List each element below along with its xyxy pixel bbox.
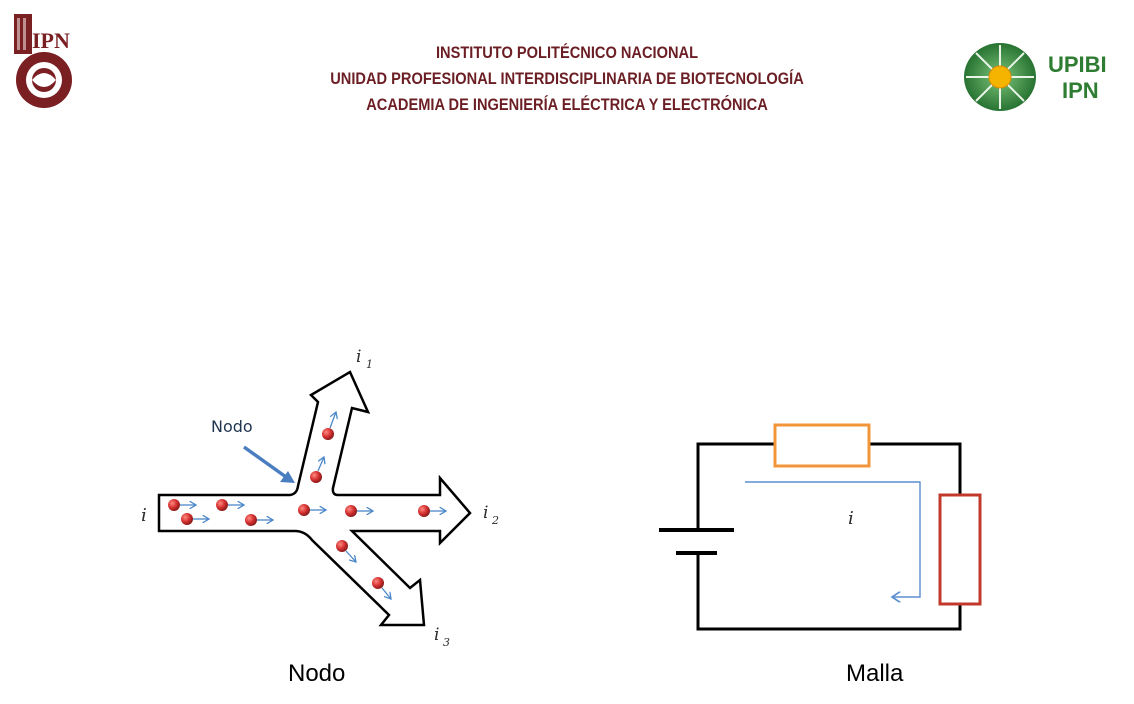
node-pointer-arrow [242,445,288,479]
particle [310,457,324,483]
particle [345,505,373,517]
upibi-logo-text: UPIBI [1048,52,1107,77]
branch-current-sub-1: 1 [366,358,373,371]
particle [322,412,336,440]
upibi-logo: UPIBI IPN [964,43,1107,111]
mesh-circuit: i [659,423,982,631]
header-academy: ACADEMIA DE INGENIERÍA ELÉCTRICA Y ELECT… [366,95,768,114]
particle [336,540,356,562]
branch-current-label-2: i [483,503,488,523]
node-junction-outline [157,370,472,627]
branch-current-sub-2: 2 [491,514,499,527]
particle [181,513,209,525]
ipn-logo: IPN [14,14,72,108]
header-unit: UNIDAD PROFESIONAL INTERDISCIPLINARIA DE… [330,69,804,88]
particle [168,499,196,511]
particle [418,505,446,517]
particle [245,514,273,526]
charge-particles [168,412,446,599]
resistor-top [773,423,871,468]
circuit-wire [696,442,962,631]
branch-current-sub-3: 3 [443,636,450,649]
upibi-logo-subtext: IPN [1062,78,1099,103]
branch-current-label-1: i [356,347,361,367]
mesh-caption: Malla [846,660,904,687]
particle [216,499,244,511]
node-caption: Nodo [288,660,346,687]
page-header: INSTITUTO POLITÉCNICO NACIONAL UNIDAD PR… [0,40,1134,118]
ipn-logo-text: IPN [32,28,70,53]
header-institution: INSTITUTO POLITÉCNICO NACIONAL [435,43,699,62]
mesh-current-label: i [848,508,854,529]
mesh-current-arrow [745,481,921,597]
upibi-logo-sun [988,65,1012,89]
node-annotation-label: Nodo [211,417,253,436]
branch-current-label-3: i [434,625,439,645]
resistor-right [938,493,982,606]
particle [372,577,391,599]
input-current-label: i [141,505,147,526]
node-pointer-arrowhead [280,471,295,483]
particle [298,504,326,516]
